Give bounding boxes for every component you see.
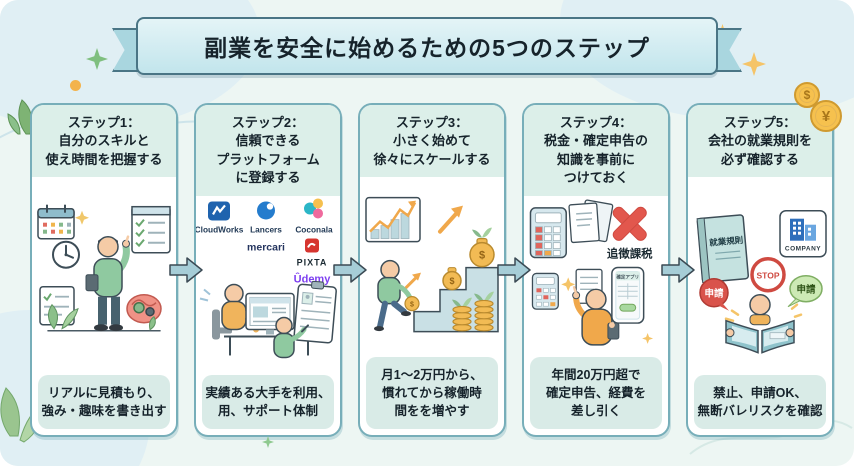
page-title: 副業を安全に始めるための5つのステップ [204, 35, 650, 61]
pixta-logo: PIXTA [297, 238, 328, 267]
flow-arrow-3 [497, 257, 531, 283]
svg-text:$: $ [479, 250, 485, 262]
step-3-illustration: $ $ [360, 177, 504, 356]
cross-icon [612, 206, 647, 241]
cloudworks-logo: CloudWorks [196, 201, 244, 234]
coconala-logo: Coconala [295, 198, 333, 234]
lancers-logo: Lancers [250, 201, 282, 234]
up-arrow-icon [438, 205, 463, 234]
documents-icon [568, 199, 614, 243]
warning-label: 追徴課税 [607, 246, 653, 260]
step-4-header: ステップ4： 税金・確定申告の 知識を事前に つけておく [524, 105, 668, 196]
step-4-footer: 年間20万円超で 確定申告、経費を 差し引く [530, 356, 662, 429]
flow-arrow-4 [661, 257, 695, 283]
step-card-1: ステップ1： 自分のスキルと 使え時間を把握する [30, 103, 178, 437]
svg-text:$: $ [410, 302, 414, 309]
svg-text:Lancers: Lancers [250, 224, 282, 234]
money-bag-icon: $ [469, 227, 495, 268]
title-banner: 副業を安全に始めるための5つのステップ [112, 17, 742, 75]
svg-text:申請: 申請 [796, 284, 816, 296]
growth-chart-icon [365, 197, 421, 243]
orange-dot [70, 80, 81, 91]
step-1-header: ステップ1： 自分のスキルと 使え時間を把握する [32, 105, 176, 178]
person-climbing-stairs: $ [374, 260, 420, 332]
svg-text:CloudWorks: CloudWorks [196, 224, 244, 234]
orange-sparkle-small-icon [642, 332, 654, 344]
step-card-2: ステップ2： 信頼できる プラットフォーム に登録する CloudWorks L… [194, 103, 342, 437]
person-with-phone [572, 285, 620, 346]
checklist-icon [131, 206, 171, 254]
money-bag-small-icon: $ [442, 267, 462, 291]
step-1-illustration [32, 177, 176, 374]
step-5-illustration: 就業規則 COMPANY [688, 177, 832, 374]
company-building-icon: COMPANY [779, 210, 827, 258]
svg-text:確定アプリ: 確定アプリ [615, 273, 639, 280]
orange-sparkle-icon [561, 277, 576, 292]
coin-stack-icon [452, 291, 494, 332]
svg-text:Coconala: Coconala [295, 224, 333, 234]
calculator-icon [529, 206, 567, 259]
svg-text:PIXTA: PIXTA [297, 257, 328, 267]
small-sparkle-icon [75, 211, 89, 226]
apply-badge: 申請 [699, 278, 729, 312]
person-reading-book [724, 294, 803, 355]
calendar-icon [37, 205, 75, 240]
small-calculator-icon [531, 272, 559, 310]
yen-coin-icon: ¥ [810, 100, 842, 132]
plant-icon [48, 304, 156, 331]
step-4-illustration: 追徴課税 [524, 196, 668, 357]
green-sparkle-small-icon [262, 436, 274, 448]
clock-icon [52, 241, 80, 270]
orange-sparkle-icon [742, 52, 766, 76]
flow-arrow-2 [333, 257, 367, 283]
svg-text:就業規則: 就業規則 [709, 235, 744, 248]
step-2-header: ステップ2： 信頼できる プラットフォーム に登録する [196, 105, 340, 196]
svg-text:STOP: STOP [757, 271, 780, 281]
coin-ring [799, 87, 815, 103]
step-3-footer: 月1〜2万円から、 慣れてから稼働時 間をを増やす [366, 356, 498, 429]
step-2-illustration: CloudWorks Lancers Coconala mercari [196, 196, 340, 375]
svg-text:$: $ [449, 276, 454, 286]
step-2-footer: 実績ある大手を利用、 用、サポート体制 [202, 374, 334, 429]
step-5-footer: 禁止、申請OK、 無断バレリスクを確認 [694, 374, 826, 429]
green-sparkle-icon [86, 48, 108, 70]
coin-ring [815, 105, 837, 127]
stop-sign-icon: STOP [750, 257, 786, 293]
step-card-3: ステップ3： 小さく始めて 徐々にスケールする [358, 103, 506, 437]
svg-text:申請: 申請 [704, 288, 724, 300]
mercari-logo: mercari [247, 241, 285, 253]
step-card-5: ステップ5： 会社の就業規則を 必ず確認する 就業規則 [686, 103, 834, 437]
svg-text:COMPANY: COMPANY [785, 246, 821, 253]
person-writing [273, 316, 309, 359]
step-card-4: ステップ4： 税金・確定申告の 知識を事前に つけておく [522, 103, 670, 437]
step-1-footer: リアルに見積もり、 強み・趣味を書き出す [38, 374, 170, 429]
smartphone-icon: 確定アプリ [611, 266, 645, 324]
step-5-header: ステップ5： 会社の就業規則を 必ず確認する [688, 105, 832, 178]
apply-speech-bubble: 申請 [787, 275, 823, 308]
brain-gears-icon [126, 294, 162, 324]
person-pointing [85, 235, 130, 332]
small-up-arrow-icon [404, 272, 421, 290]
rulebook-icon: 就業規則 [696, 214, 750, 284]
steps-row: ステップ1： 自分のスキルと 使え時間を把握する [30, 103, 834, 437]
ribbon-body: 副業を安全に始めるための5つのステップ [136, 17, 718, 75]
step-3-header: ステップ3： 小さく始めて 徐々にスケールする [360, 105, 504, 178]
flow-arrow-1 [169, 257, 203, 283]
